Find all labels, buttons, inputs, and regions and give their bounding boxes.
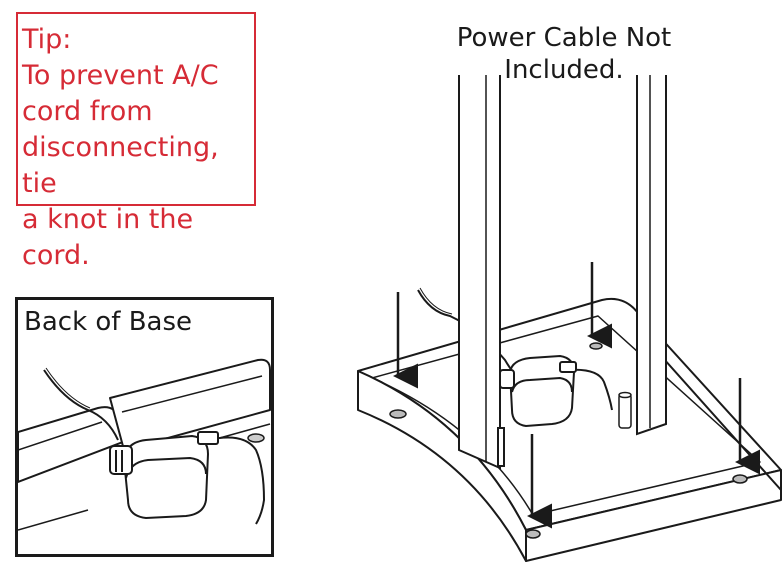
power-adapter <box>499 354 577 428</box>
back-of-base-inset: Back of Base <box>15 297 274 557</box>
base-foot-hole-left <box>389 409 407 419</box>
base-foot-hole-front <box>525 529 541 539</box>
base-foot-hole-back <box>589 342 603 350</box>
post-right <box>636 75 667 436</box>
post-left <box>458 75 505 470</box>
inset-power-adapter <box>109 431 219 520</box>
standoff-post <box>618 391 632 429</box>
power-cable-note: Power Cable Not Included. <box>456 23 672 85</box>
tip-box: Tip: To prevent A/C cord from disconnect… <box>16 12 256 271</box>
base-tray <box>357 297 782 562</box>
inset-detail-illustration <box>18 358 271 531</box>
base-foot-hole-right <box>732 474 748 484</box>
tip-text: Tip: To prevent A/C cord from disconnect… <box>22 24 219 271</box>
inset-title: Back of Base <box>24 307 193 337</box>
